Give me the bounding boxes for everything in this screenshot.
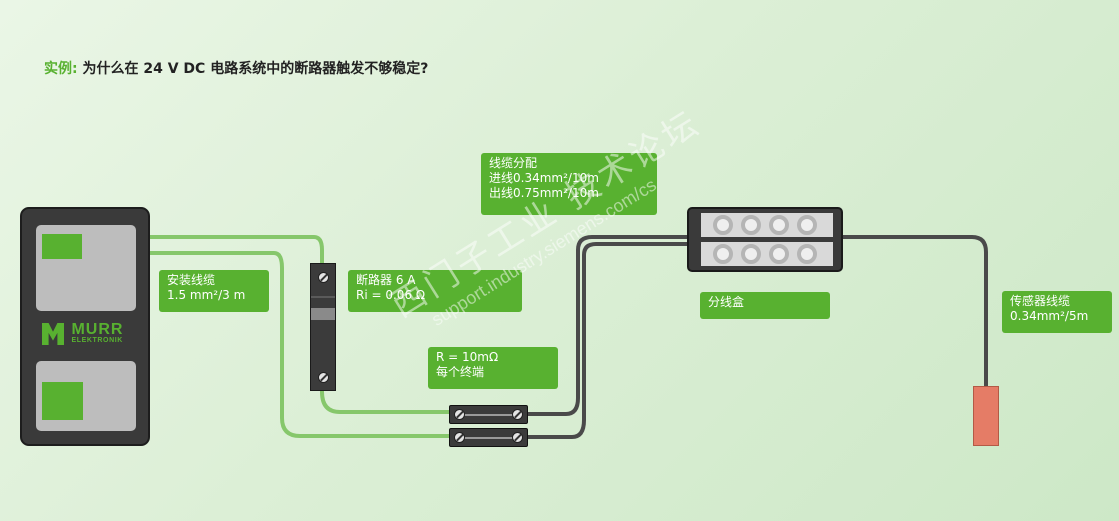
sensor: [973, 386, 999, 446]
connector-port-icon: [741, 244, 761, 264]
distribution-cable-upper: [526, 235, 690, 416]
power-supply-output-terminal: [42, 234, 82, 259]
terminal-block-lower: [449, 428, 528, 447]
breaker-screw-top: [318, 272, 329, 283]
sensor-cable: [841, 235, 988, 388]
connector-port-icon: [797, 244, 817, 264]
junction-box-row-bottom: [701, 242, 833, 266]
distribution-cable-lower: [526, 242, 690, 439]
terminal-screw: [454, 432, 465, 443]
terminal-screw: [512, 409, 523, 420]
junction-box-row-top: [701, 213, 833, 237]
connector-port-icon: [741, 215, 761, 235]
title-text: 为什么在 24 V DC 电路系统中的断路器触发不够稳定?: [82, 61, 429, 77]
junction-box: [687, 207, 843, 272]
terminal-block-upper: [449, 405, 528, 424]
connector-port-icon: [769, 244, 789, 264]
install-cable-label: 安装线缆 1.5 mm²/3 m: [159, 270, 269, 312]
sensor-cable-label: 传感器线缆 0.34mm²/5m: [1002, 291, 1112, 333]
power-supply-indicator: [42, 382, 83, 420]
cable-distribution-label: 线缆分配 进线0.34mm²/10m 出线0.75mm²/10m: [481, 153, 657, 215]
terminal-resistance-label: R = 10mΩ 每个终端: [428, 347, 558, 389]
terminal-screw: [512, 432, 523, 443]
murr-logo: MURR ELEKTRONIK: [42, 321, 124, 345]
connector-port-icon: [713, 215, 733, 235]
connector-port-icon: [769, 215, 789, 235]
junction-box-label: 分线盒: [700, 292, 830, 319]
murr-logo-icon: [42, 323, 64, 345]
title-prefix: 实例:: [44, 61, 78, 77]
breaker-label: 断路器 6 A Ri = 0.06 Ω: [348, 270, 522, 312]
connector-port-icon: [713, 244, 733, 264]
page-title: 实例: 为什么在 24 V DC 电路系统中的断路器触发不够稳定?: [44, 58, 428, 78]
brand-word: MURR: [71, 321, 124, 338]
breaker-screw-bottom: [318, 372, 329, 383]
brand-sub: ELEKTRONIK: [71, 337, 123, 344]
connector-port-icon: [797, 215, 817, 235]
circuit-breaker: [310, 263, 336, 391]
terminal-screw: [454, 409, 465, 420]
power-supply-unit: MURR ELEKTRONIK: [20, 207, 150, 446]
install-cable-lower: [82, 251, 452, 438]
breaker-lever: [311, 308, 335, 320]
